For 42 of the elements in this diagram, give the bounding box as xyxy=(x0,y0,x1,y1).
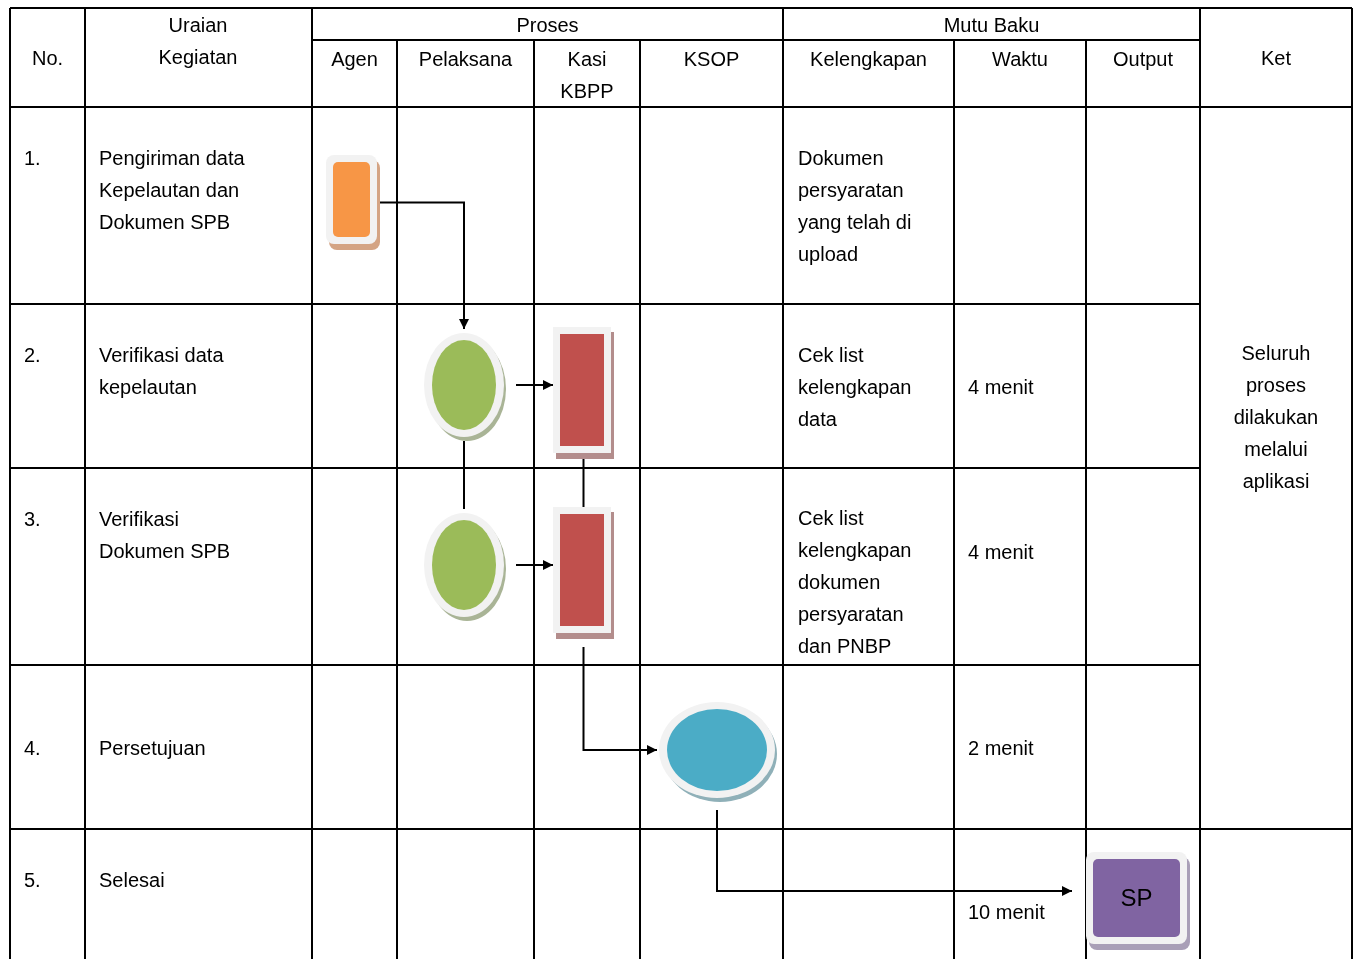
column-header: Ket xyxy=(1260,46,1292,71)
table-text: 4 menit xyxy=(968,540,1035,565)
process-box xyxy=(553,327,614,459)
output-box xyxy=(1086,852,1190,950)
column-header: Waktu xyxy=(991,47,1049,72)
arrow xyxy=(515,380,554,390)
arrow xyxy=(515,560,554,570)
row-number: 5. xyxy=(24,868,42,893)
column-header: KSOP xyxy=(682,47,741,72)
row-number: 3. xyxy=(24,507,42,532)
table-text: Seluruh proses dilakukan melalui aplikasi xyxy=(1232,341,1320,494)
column-header: Uraian Kegiatan xyxy=(157,13,239,70)
arrow xyxy=(582,646,658,755)
arrow xyxy=(379,201,469,330)
row-number: 4. xyxy=(24,736,42,761)
column-header: Kasi KBPP xyxy=(559,47,615,104)
arrow xyxy=(716,809,1073,896)
table-text: Verifikasi Dokumen SPB xyxy=(99,507,232,564)
node-label: SP xyxy=(1119,883,1154,913)
table-text: Cek list kelengkapan data xyxy=(798,343,913,432)
table-text: Selesai xyxy=(99,868,166,893)
column-header: Pelaksana xyxy=(417,47,514,72)
column-header: Kelengkapan xyxy=(809,47,928,72)
row-number: 1. xyxy=(24,146,42,171)
connector-line xyxy=(463,440,465,510)
table-text: Persetujuan xyxy=(99,736,207,761)
process-box xyxy=(553,507,614,639)
column-header: Mutu Baku xyxy=(942,13,1041,38)
table-text: Cek list kelengkapan dokumen persyaratan dan PNBP xyxy=(798,506,913,659)
table-text: Pengiriman data Kepelautan dan Dokumen SPB xyxy=(99,146,246,235)
process-box xyxy=(326,155,380,250)
table-text: Verifikasi data kepelautan xyxy=(99,343,225,400)
connector-line xyxy=(582,458,585,508)
table-text: 10 menit xyxy=(968,900,1046,925)
column-header: Agen xyxy=(330,47,379,72)
column-header: Proses xyxy=(515,13,580,38)
table-text: Dokumen persyaratan yang telah di upload xyxy=(798,146,913,267)
table-text: 2 menit xyxy=(968,736,1035,761)
table-text: 4 menit xyxy=(968,375,1035,400)
column-header: Output xyxy=(1111,47,1174,72)
column-header: No. xyxy=(30,46,65,71)
row-number: 2. xyxy=(24,343,42,368)
